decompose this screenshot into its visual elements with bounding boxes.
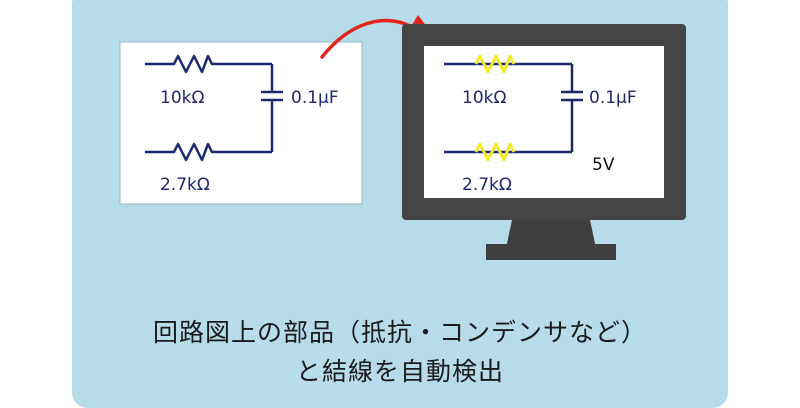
paper-schematic: 10kΩ 2.7kΩ 0.1μF bbox=[119, 41, 363, 205]
capacitor bbox=[261, 64, 283, 152]
monitor: 10kΩ 2.7kΩ 0.1μF 5V bbox=[402, 24, 686, 260]
monitor-resistor-2-7k bbox=[444, 142, 572, 162]
resistor-10k-label: 10kΩ bbox=[160, 88, 204, 108]
resistor-10k bbox=[145, 54, 272, 74]
caption-line-2: と結線を自動検出 bbox=[295, 357, 504, 386]
monitor-screen bbox=[424, 46, 664, 198]
monitor-base bbox=[486, 244, 616, 260]
monitor-resistor-10k bbox=[444, 54, 572, 74]
capacitor-label: 0.1μF bbox=[291, 88, 339, 108]
resistor-2-7k bbox=[145, 142, 272, 162]
caption-line-1: 回路図上の部品（抵抗・コンデンサなど） bbox=[152, 318, 647, 347]
monitor-resistor-10k-label: 10kΩ bbox=[462, 88, 506, 108]
monitor-neck bbox=[506, 220, 596, 248]
monitor-voltage-label: 5V bbox=[592, 155, 615, 175]
monitor-capacitor bbox=[561, 64, 583, 152]
resistor-2-7k-label: 2.7kΩ bbox=[160, 175, 210, 195]
monitor-capacitor-label: 0.1μF bbox=[589, 88, 637, 108]
paper-sheet bbox=[119, 41, 363, 205]
monitor-resistor-2-7k-label: 2.7kΩ bbox=[462, 175, 512, 195]
